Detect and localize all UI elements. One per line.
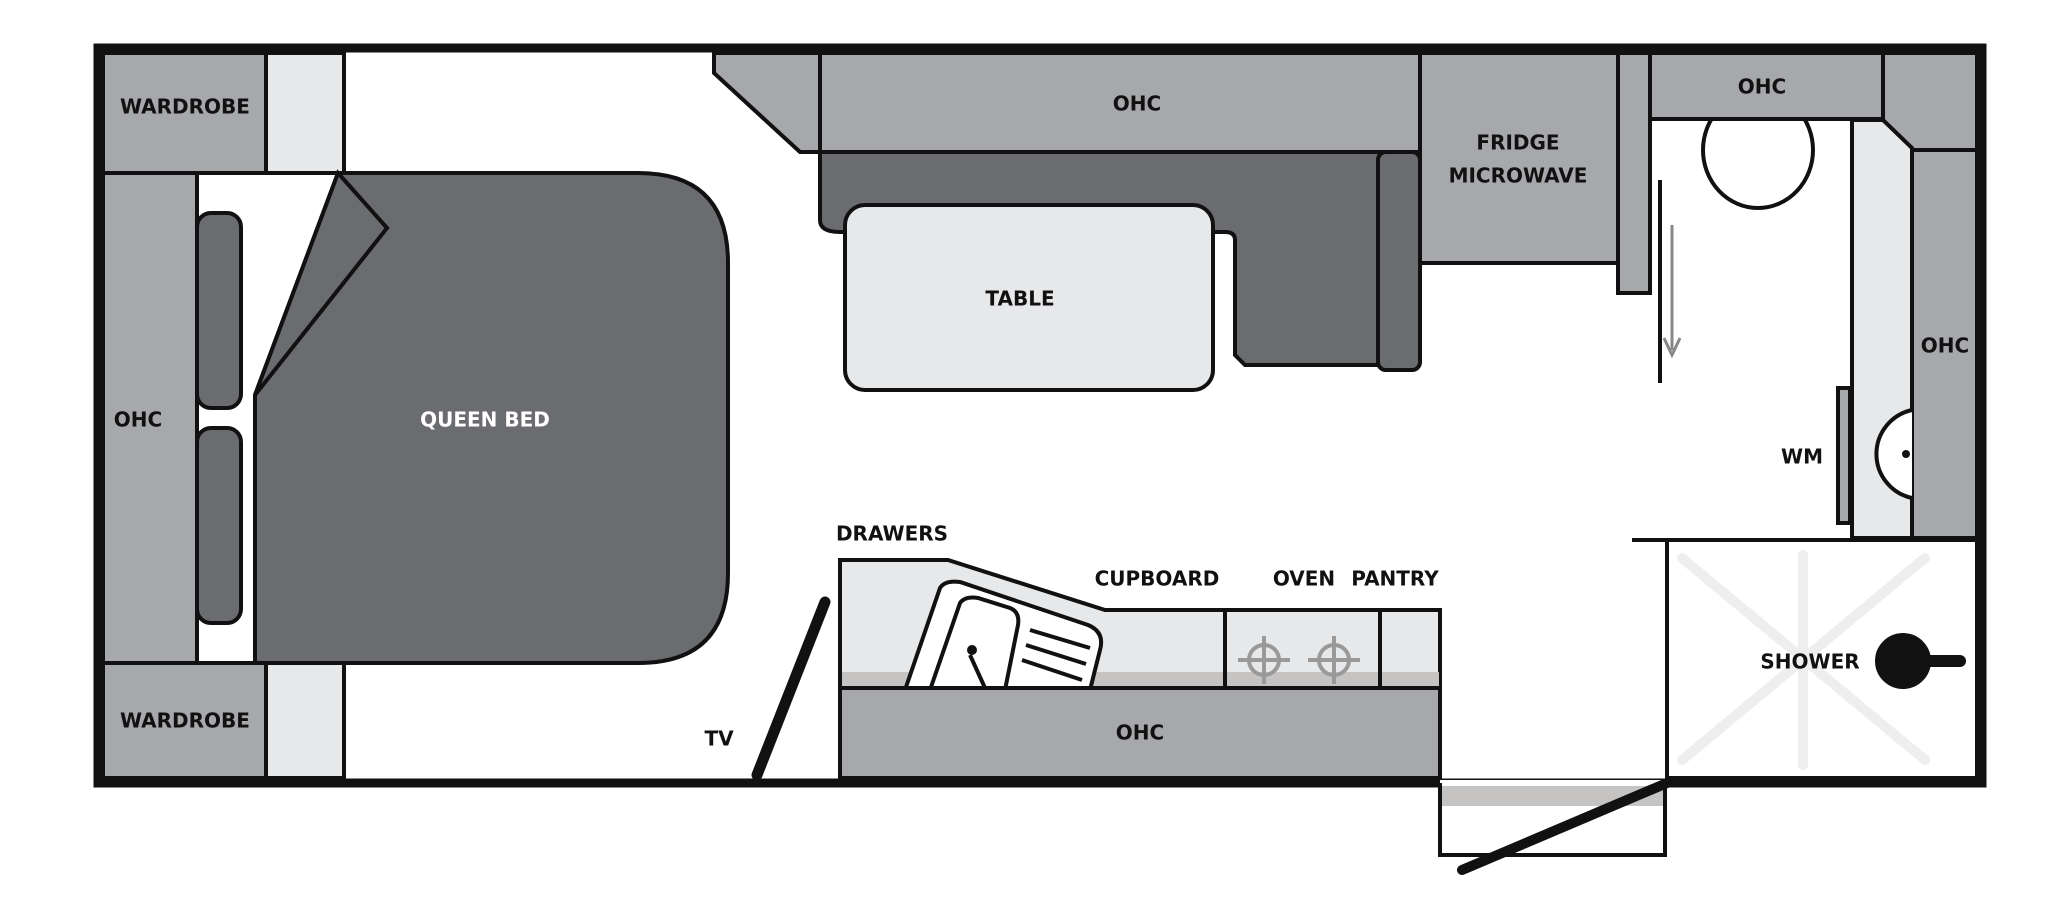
dinette-table [843, 203, 1215, 392]
label-fridge: FRIDGE [1476, 131, 1559, 155]
kitchen-area [751, 558, 1442, 781]
ohc-left [101, 171, 199, 665]
washing-machine-icon [1874, 408, 1913, 500]
ohc-right [1910, 148, 1979, 540]
label-queen-bed: QUEEN BED [420, 408, 550, 432]
dinette-area [712, 51, 1652, 392]
label-ohc-right: OHC [1921, 334, 1969, 358]
bedside-shelf-lower [195, 426, 243, 625]
wardrobe-bottom-gap [264, 661, 346, 780]
labels: WARDROBE WARDROBE OHC QUEEN BED OHC TABL… [114, 75, 1969, 751]
label-shower: SHOWER [1760, 650, 1859, 674]
arrow-down-icon [1662, 337, 1682, 359]
door-swing-icon [1457, 778, 1672, 875]
sink-icon [902, 579, 1104, 692]
dinette-seat-end [1376, 150, 1422, 372]
shower-head-icon [1875, 633, 1966, 689]
drainer-lines [1021, 628, 1091, 682]
wm-panel [1836, 386, 1852, 525]
label-ohc-top: OHC [1113, 92, 1161, 116]
ohc-top-corner [712, 51, 822, 154]
queen-bed [253, 171, 730, 665]
label-ohc-left: OHC [114, 408, 162, 432]
label-ohc-bathroom-top: OHC [1738, 75, 1786, 99]
label-wardrobe-bottom: WARDROBE [120, 709, 250, 733]
fridge-microwave [1418, 51, 1620, 265]
tv-icon [751, 596, 831, 781]
fridge-side-panel [1616, 51, 1652, 295]
label-microwave: MICROWAVE [1449, 164, 1588, 188]
label-wardrobe-top: WARDROBE [120, 95, 250, 119]
label-table: TABLE [985, 287, 1054, 311]
label-cupboard: CUPBOARD [1095, 567, 1220, 591]
bedside-shelf-upper [195, 211, 243, 410]
label-oven: OVEN [1273, 567, 1335, 591]
label-ohc-bottom: OHC [1116, 721, 1164, 745]
label-pantry: PANTRY [1351, 567, 1439, 591]
label-tv: TV [704, 727, 734, 751]
label-wm: WM [1781, 445, 1823, 469]
label-drawers: DRAWERS [836, 522, 948, 546]
shower-drain-icon [1677, 550, 1930, 770]
bed-corner-fold [253, 169, 390, 397]
bathroom-area [1632, 51, 1979, 780]
ohc-bathroom-top-cover [1648, 51, 1885, 121]
ohc-bottom [838, 686, 1442, 780]
bedroom-area [101, 51, 730, 780]
wardrobe-top-gap [264, 51, 346, 175]
entry-door [1438, 778, 1672, 875]
cooktop-burner-icon [1238, 636, 1360, 684]
